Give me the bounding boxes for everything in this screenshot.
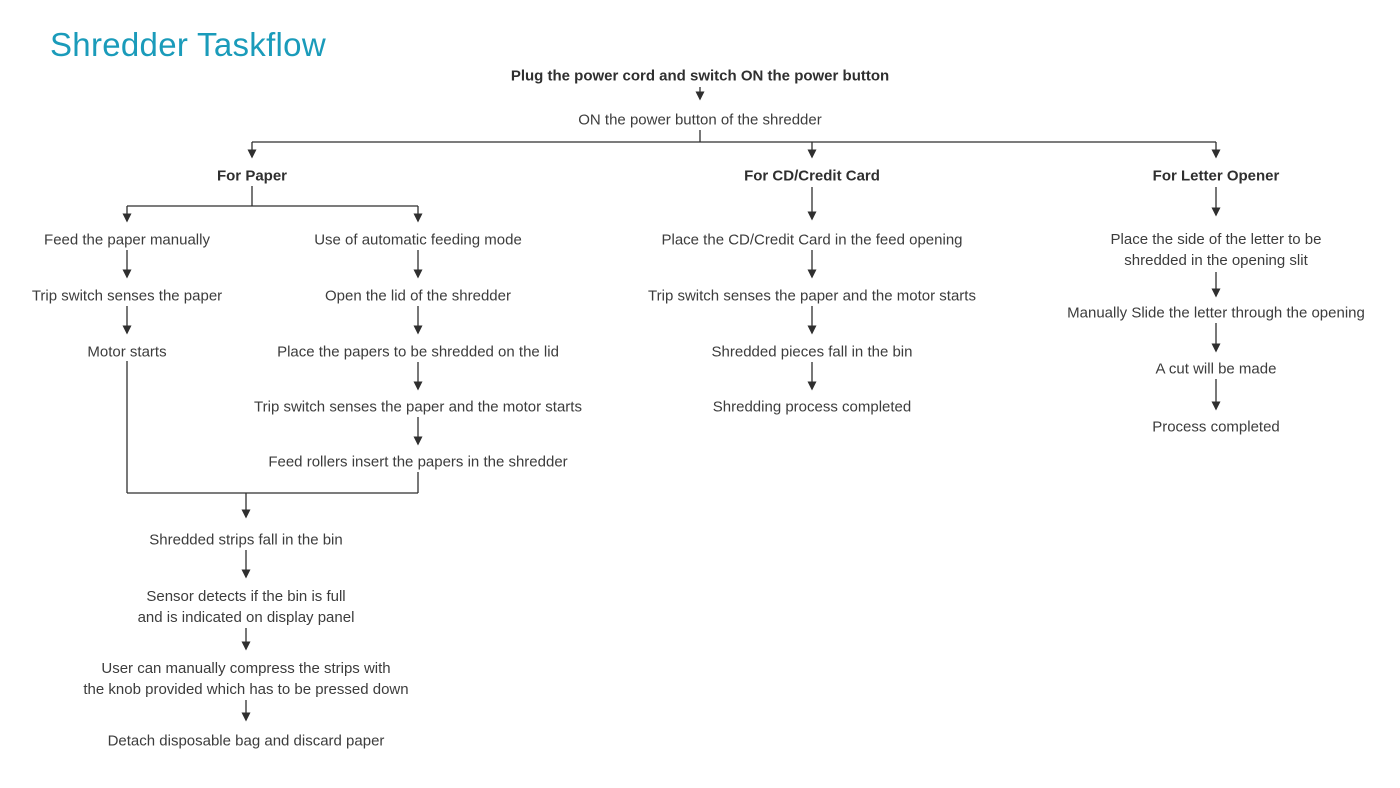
node-process-completed: Process completed	[1152, 418, 1280, 436]
node-automatic-feeding-mode: Use of automatic feeding mode	[314, 231, 522, 249]
branch-header-paper: For Paper	[216, 167, 288, 185]
node-place-letter-opening-slit: Place the side of the letter to be shred…	[1110, 231, 1322, 269]
node-sensor-detects-bin-full: Sensor detects if the bin is full and is…	[137, 588, 355, 626]
node-motor-starts: Motor starts	[87, 343, 167, 361]
page-title: Shredder Taskflow	[50, 26, 326, 63]
node-trip-switch-motor-starts: Trip switch senses the paper and the mot…	[254, 398, 582, 416]
node-cd-trip-switch-motor: Trip switch senses the paper and the mot…	[648, 287, 976, 305]
node-slide-letter-through: Manually Slide the letter through the op…	[1067, 304, 1365, 322]
branch-header-letter: For Letter Opener	[1152, 167, 1280, 185]
node-shredded-pieces-fall-bin: Shredded pieces fall in the bin	[711, 343, 913, 361]
node-shredding-process-complete: Shredding process completed	[712, 398, 912, 416]
node-shredded-strips-fall-bin: Shredded strips fall in the bin	[149, 531, 343, 549]
node-open-lid-of-shredder: Open the lid of the shredder	[325, 287, 511, 305]
node-place-papers-on-lid: Place the papers to be shredded on the l…	[277, 343, 559, 361]
node-detach-disposable-bag: Detach disposable bag and discard paper	[107, 732, 385, 750]
node-cut-will-be-made: A cut will be made	[1155, 360, 1277, 378]
node-compress-strips-knob: User can manually compress the strips wi…	[83, 660, 409, 698]
node-place-cd-feed-opening: Place the CD/Credit Card in the feed ope…	[661, 231, 963, 249]
node-feed-rollers-insert-papers: Feed rollers insert the papers in the sh…	[268, 453, 568, 471]
branch-header-cd: For CD/Credit Card	[744, 167, 880, 185]
node-feed-paper-manually: Feed the paper manually	[44, 231, 210, 249]
node-trip-switch-senses-paper: Trip switch senses the paper	[31, 287, 223, 305]
node-power-on-shredder: ON the power button of the shredder	[578, 111, 822, 129]
node-plug-power-cord: Plug the power cord and switch ON the po…	[510, 67, 890, 85]
